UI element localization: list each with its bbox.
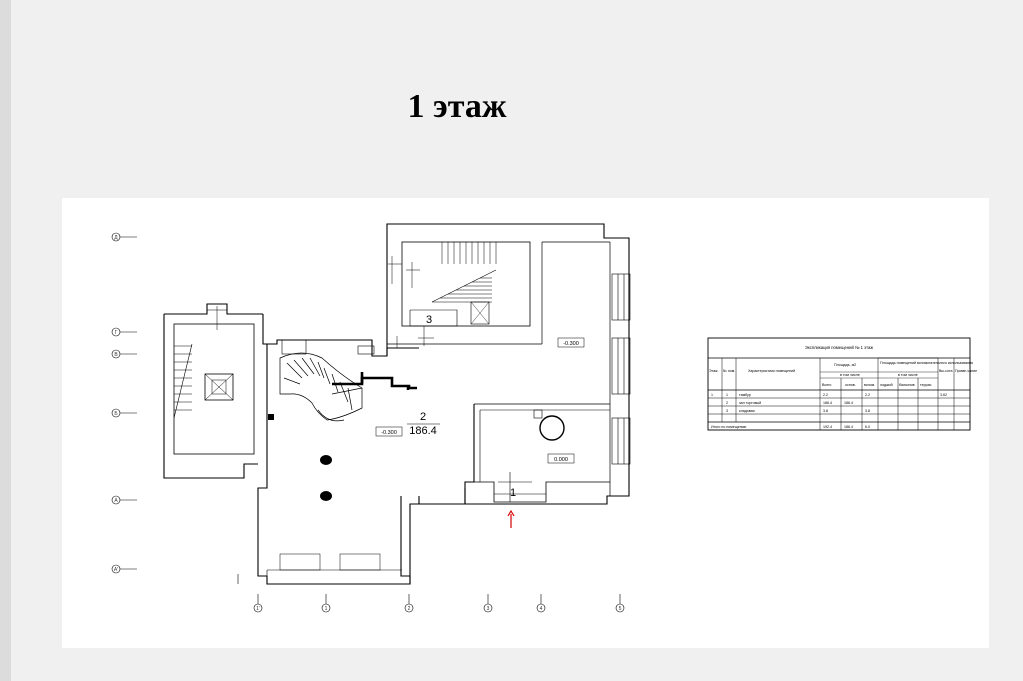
page-title: 1 этаж bbox=[407, 88, 507, 125]
row3-no: 3 bbox=[726, 409, 728, 413]
level-mark-hall: -0.300 bbox=[381, 430, 397, 436]
row1-floor: 1 bbox=[711, 393, 713, 397]
grid-label-5: 5 bbox=[619, 606, 622, 612]
th-area-group: Площадь, м2 bbox=[834, 363, 856, 367]
right-room-walls bbox=[464, 403, 610, 504]
grid-label-d: Д bbox=[114, 235, 118, 241]
total-total: 192.4 bbox=[823, 425, 832, 429]
row3-total: 3.8 bbox=[823, 409, 828, 413]
total-main: 186.4 bbox=[844, 425, 853, 429]
th-height: Вы-сота bbox=[939, 369, 953, 373]
floor-plan-sheet: Д Г В Б А А' 1' 1 2 3 4 5 3 2 186.4 1 -0… bbox=[62, 198, 989, 648]
explication-table bbox=[707, 337, 971, 431]
th-room-no: № пом. bbox=[723, 369, 735, 373]
th-sub2: в том числе bbox=[898, 373, 918, 377]
grid-label-a-prime: А' bbox=[114, 567, 118, 573]
grid-label-b: Б bbox=[114, 411, 118, 417]
grid-label-4: 4 bbox=[540, 606, 543, 612]
th-sub1: в том числе bbox=[840, 373, 860, 377]
row1-aux: 2.2 bbox=[865, 393, 870, 397]
grid-label-a: А bbox=[114, 498, 118, 504]
partition-wall bbox=[332, 372, 417, 390]
grid-label-3: 3 bbox=[487, 606, 490, 612]
row1-total: 2.2 bbox=[823, 393, 828, 397]
th-balcony: балконов bbox=[899, 383, 915, 387]
th-terrace: террас bbox=[920, 383, 932, 387]
right-windows bbox=[611, 273, 631, 465]
grid-label-1: 1 bbox=[325, 606, 328, 612]
row2-total: 186.4 bbox=[823, 401, 832, 405]
entry-arrow-icon bbox=[507, 509, 515, 528]
th-floor: Этаж bbox=[709, 369, 718, 373]
level-mark-upper: -0.300 bbox=[563, 341, 579, 347]
level-mark-right: 0.000 bbox=[554, 457, 568, 463]
row2-no: 2 bbox=[726, 401, 728, 405]
grid-label-v: В bbox=[114, 352, 118, 358]
upper-block bbox=[386, 223, 630, 505]
row2-main: 186.4 bbox=[844, 401, 853, 405]
room-3-number: 3 bbox=[426, 314, 432, 326]
room-2-number: 2 bbox=[420, 411, 426, 423]
row1-name: тамбур bbox=[739, 393, 751, 397]
room-1-number: 1 bbox=[510, 487, 516, 499]
room-2-area: 186.4 bbox=[409, 425, 437, 437]
explication-title: Экспликация помещений № 1 этаж bbox=[805, 345, 874, 350]
floor-plan-drawing: Д Г В Б А А' 1' 1 2 3 4 5 3 2 186.4 1 -0… bbox=[111, 223, 977, 613]
total-label: Итого по помещению bbox=[711, 425, 747, 429]
grid-label-g: Г bbox=[115, 330, 118, 336]
grid-row-markers bbox=[111, 232, 137, 574]
left-edge-bar bbox=[0, 0, 11, 681]
th-area-total: Всего bbox=[822, 383, 831, 387]
th-characteristic: Характеристики помещений bbox=[748, 369, 795, 373]
main-hall-walls bbox=[237, 314, 466, 585]
grid-label-2: 2 bbox=[408, 606, 411, 612]
th-balcony-group: Площадь помещений вспомогательного испол… bbox=[880, 361, 973, 365]
row2-name: зал торговый bbox=[739, 401, 761, 405]
grid-col-markers bbox=[253, 594, 625, 613]
th-loggia: лоджий bbox=[880, 383, 893, 387]
th-area-main: основ. bbox=[845, 383, 856, 387]
row1-height: 3.62 bbox=[940, 393, 947, 397]
th-note: Приме-чание bbox=[955, 369, 977, 373]
columns bbox=[268, 414, 332, 501]
grid-label-1-prime: 1' bbox=[256, 606, 260, 612]
row3-aux: 3.8 bbox=[865, 409, 870, 413]
curved-stair bbox=[279, 352, 363, 422]
th-area-aux: вспом. bbox=[864, 383, 875, 387]
left-stair-block bbox=[163, 303, 263, 479]
row1-no: 1 bbox=[726, 393, 728, 397]
row3-name: кладовая bbox=[739, 409, 755, 413]
total-aux: 6.0 bbox=[865, 425, 870, 429]
